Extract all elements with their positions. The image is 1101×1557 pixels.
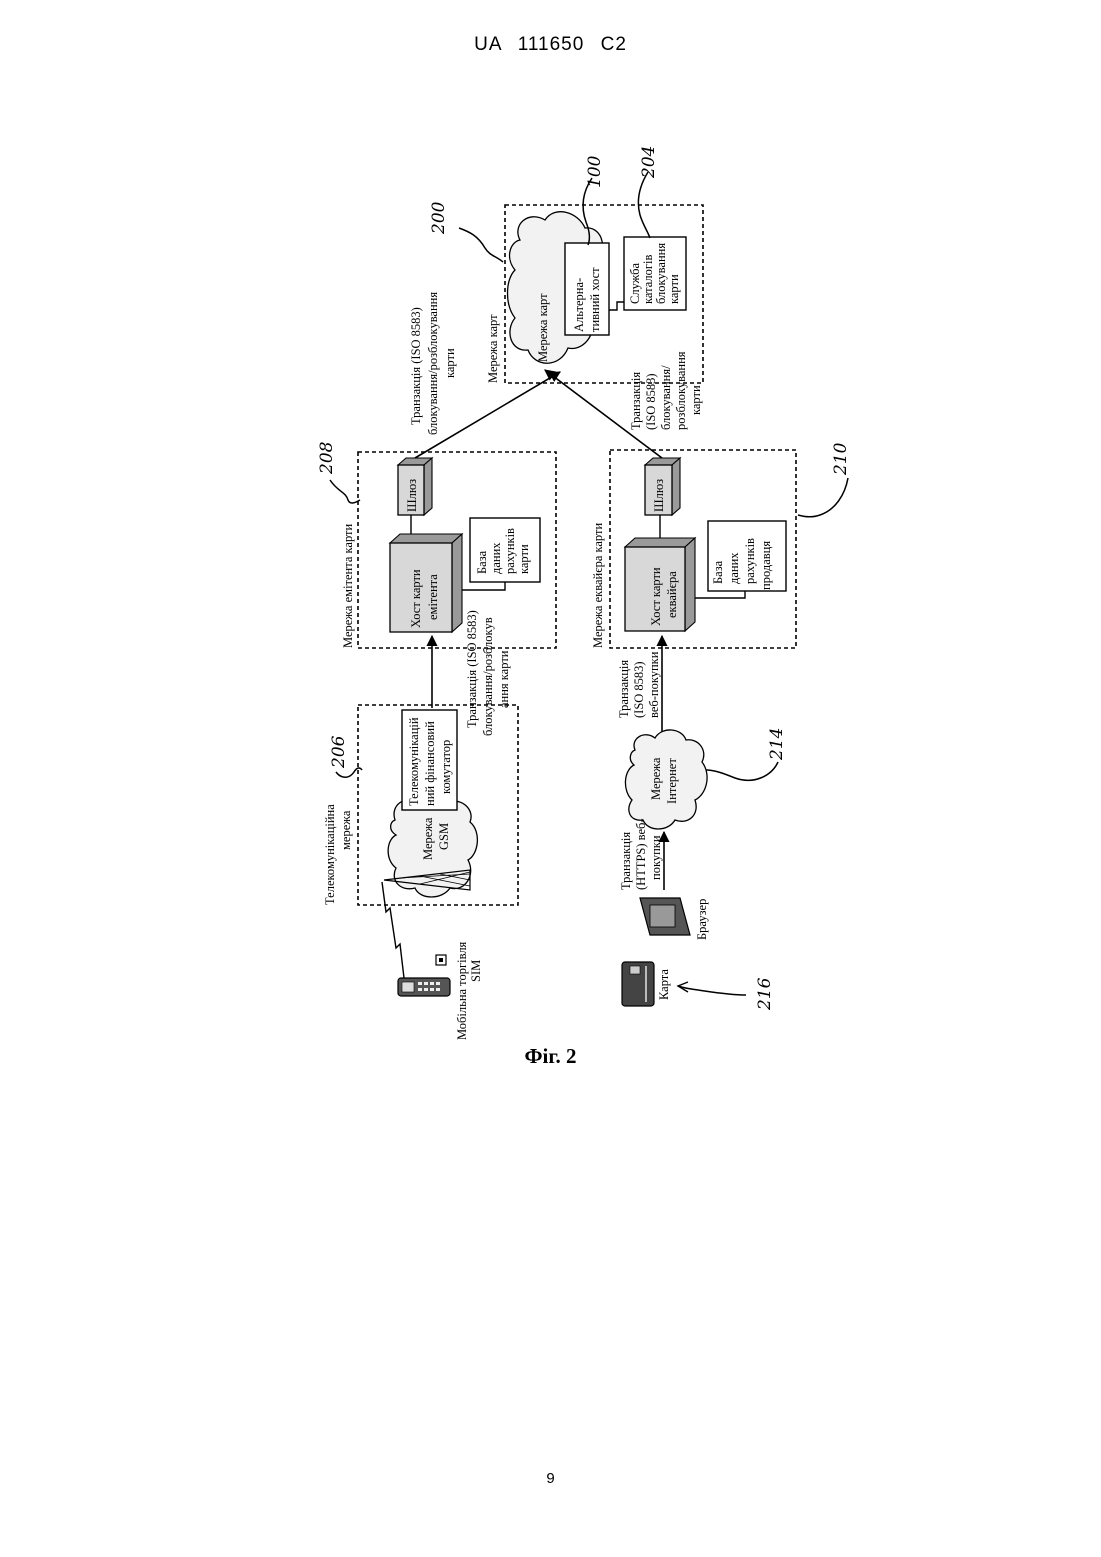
issuer-network-label: Мережа емітента карти bbox=[341, 523, 355, 648]
catalog-line-3: блокування bbox=[654, 243, 668, 304]
acquirer-host-line-1: Хост карти bbox=[649, 567, 663, 626]
gsm-line-1: Мережа bbox=[421, 817, 435, 860]
issuer-db-line-2: даних bbox=[489, 542, 503, 574]
issuer-db-line-4: карти bbox=[517, 544, 531, 574]
tx-web-line-2: (ISO 8583) bbox=[632, 661, 646, 718]
card-network-cloud-label: Мережа карт bbox=[536, 293, 550, 362]
tx-right-line-5: карти bbox=[689, 385, 703, 415]
ref-206: 206 bbox=[329, 735, 349, 769]
mobile-commerce-label: Мобільна торгівля bbox=[455, 941, 469, 1040]
ref-214-leader bbox=[706, 762, 778, 780]
ref-200-leader bbox=[459, 228, 503, 262]
wireless-link-icon bbox=[382, 882, 404, 978]
tx-https-line-1: Транзакція bbox=[619, 832, 633, 890]
tx-web-line-1: Транзакція bbox=[617, 660, 631, 718]
tx-top-line-3: карти bbox=[443, 348, 457, 378]
mobile-phone-icon bbox=[398, 978, 450, 996]
internet-line-1: Мережа bbox=[649, 757, 663, 800]
payment-card-icon bbox=[622, 962, 654, 1006]
browser-laptop-icon bbox=[640, 898, 690, 935]
catalog-line-1: Служба bbox=[628, 263, 642, 304]
sim-icon bbox=[436, 955, 446, 965]
card-label: Карта bbox=[657, 969, 671, 1000]
tx-mid-line-3: ання карти bbox=[497, 650, 511, 708]
card-network-label: Мережа карт bbox=[486, 314, 500, 383]
tx-https-line-2: (HTTPS) веб- bbox=[634, 818, 648, 890]
tx-web-line-3: веб-покупки bbox=[647, 651, 661, 718]
tx-top-line-2: блокування/розблокування bbox=[426, 292, 440, 435]
acquirer-host-line-2: еквайєра bbox=[665, 571, 679, 618]
switch-line-3: комутатор bbox=[439, 740, 453, 794]
alt-host-to-catalog-connector bbox=[609, 302, 624, 310]
tx-mid-line-2: блокування/розблокув bbox=[481, 617, 495, 736]
issuer-host-to-db bbox=[462, 582, 505, 590]
ref-208: 208 bbox=[317, 441, 337, 475]
ref-210: 210 bbox=[831, 442, 851, 476]
merchant-db-line-2: даних bbox=[727, 552, 741, 584]
alt-host-line-2: тивний хост bbox=[588, 267, 602, 332]
tx-mid-line-1: Транзакція (ISO 8583) bbox=[465, 610, 479, 728]
merchant-db-line-3: рахунків bbox=[743, 538, 757, 584]
acquirer-host-to-db bbox=[695, 591, 745, 598]
issuer-host-line-2: емітента bbox=[426, 574, 440, 620]
ref-216-leader bbox=[678, 986, 746, 995]
internet-line-2: Інтернет bbox=[665, 758, 679, 804]
tx-right-line-3: блокування/ bbox=[659, 365, 673, 430]
ref-208-leader bbox=[330, 480, 360, 503]
telecom-network-line-2: мережа bbox=[339, 810, 353, 850]
issuer-host-line-1: Хост карти bbox=[409, 569, 423, 628]
ref-214: 214 bbox=[767, 728, 787, 761]
browser-label: Браузер bbox=[695, 899, 709, 940]
acquirer-network-label: Мережа еквайєра карти bbox=[591, 523, 605, 648]
tx-right-line-1: Транзакція bbox=[629, 372, 643, 430]
tx-right-line-2: (ISO 8583) bbox=[644, 373, 658, 430]
ref-200: 200 bbox=[429, 201, 449, 235]
sim-label: SIM bbox=[469, 960, 483, 982]
issuer-db-line-1: База bbox=[475, 550, 489, 574]
ref-100: 100 bbox=[585, 155, 605, 188]
switch-line-2: ний фінансовий bbox=[423, 721, 437, 806]
ref-204: 204 bbox=[639, 146, 659, 179]
switch-line-1: Телекомунікацій bbox=[407, 717, 421, 806]
merchant-db-line-4: продавця bbox=[759, 541, 773, 590]
catalog-line-4: карти bbox=[667, 274, 681, 304]
tx-right-line-4: розблокування bbox=[674, 351, 688, 430]
telecom-network-line-1: Телекомунікаційна bbox=[323, 804, 337, 905]
tx-https-line-3: покупки bbox=[649, 835, 663, 880]
alt-host-line-1: Альтерна- bbox=[572, 278, 586, 332]
ref-210-leader bbox=[798, 478, 848, 517]
issuer-gateway-label: Шлюз bbox=[405, 479, 419, 512]
page-number: 9 bbox=[0, 1470, 1101, 1487]
issuer-db-line-3: рахунків bbox=[503, 528, 517, 574]
figure-caption: Фіг. 2 bbox=[0, 1044, 1101, 1069]
tx-top-line-1: Транзакція (ISO 8583) bbox=[409, 307, 423, 425]
catalog-line-2: каталогів bbox=[641, 255, 655, 304]
ref-216: 216 bbox=[755, 977, 775, 1011]
gsm-line-2: GSM bbox=[437, 823, 451, 850]
merchant-db-line-1: База bbox=[711, 560, 725, 584]
acquirer-gateway-label: Шлюз bbox=[652, 479, 666, 512]
